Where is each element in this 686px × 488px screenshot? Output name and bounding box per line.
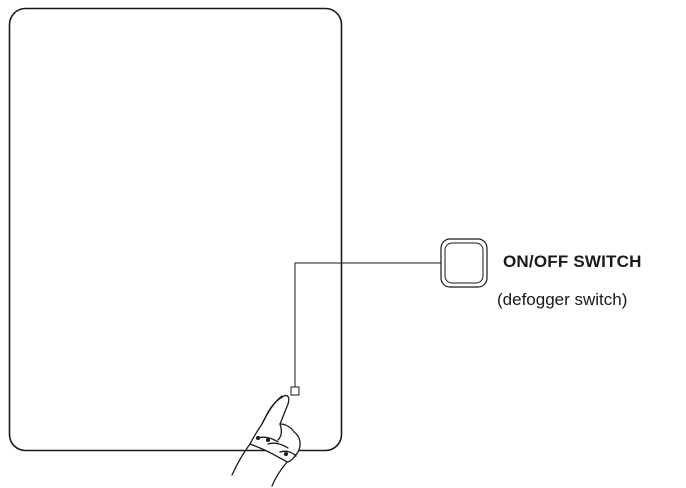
pointing-hand-icon	[231, 394, 301, 487]
switch-sublabel: (defogger switch)	[497, 290, 628, 309]
switch-location-marker[interactable]	[290, 386, 300, 396]
leader-line	[294, 262, 441, 387]
on-off-switch-button[interactable]	[440, 238, 488, 288]
switch-label: ON/OFF SWITCH	[503, 252, 642, 271]
switch-inner-face	[444, 242, 484, 284]
window-panel	[8, 7, 343, 452]
